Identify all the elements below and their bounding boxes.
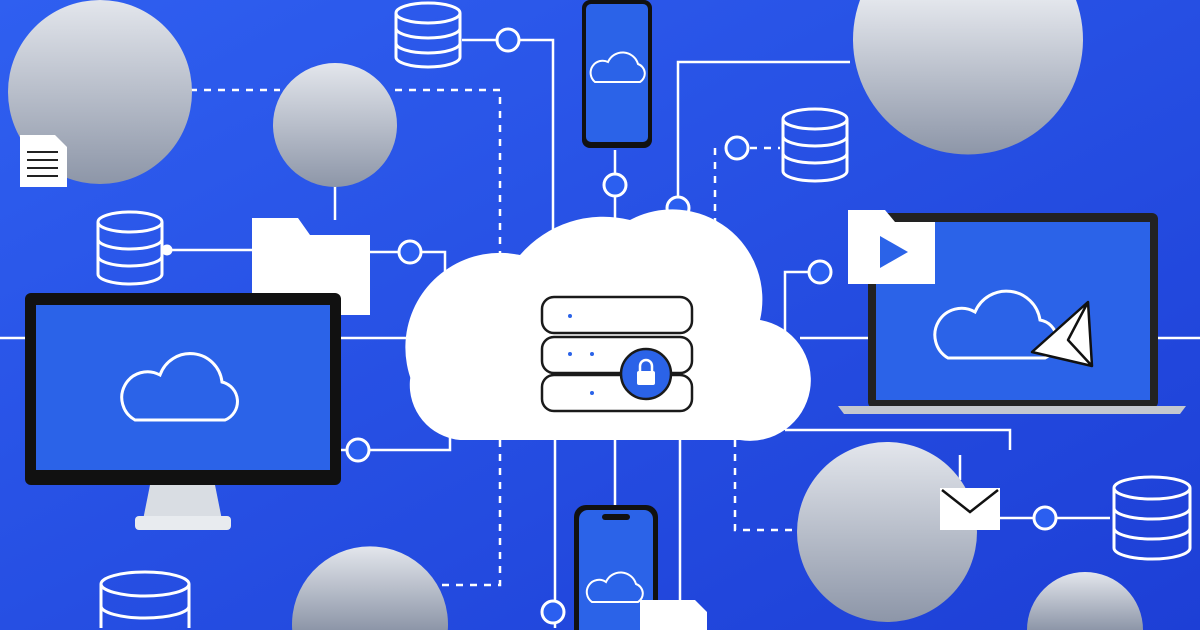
monitor-icon (25, 293, 341, 530)
cloud-icon (585, 571, 644, 603)
database-icon (96, 1, 1192, 628)
two-women-talking-photo (273, 63, 397, 187)
photos (8, 0, 1143, 630)
smartphone-icon (582, 0, 652, 148)
envelope-icon (940, 488, 1000, 530)
central-cloud (405, 209, 811, 441)
smartphone-icon (574, 505, 658, 630)
woman-laptop-photo (292, 546, 448, 630)
play-folder-icon (848, 210, 935, 284)
handshake-photo (853, 0, 1083, 155)
cloud-icon (589, 51, 646, 83)
paper-plane-icon (1030, 300, 1094, 368)
woman-whiteboard-photo (797, 442, 977, 622)
server-icon (540, 295, 694, 413)
cloud-icon (120, 352, 239, 422)
document-icon (20, 135, 67, 187)
folder-icon (252, 218, 370, 315)
lock-icon (619, 347, 673, 401)
document-icon (640, 600, 707, 630)
office-photo (1027, 572, 1143, 630)
